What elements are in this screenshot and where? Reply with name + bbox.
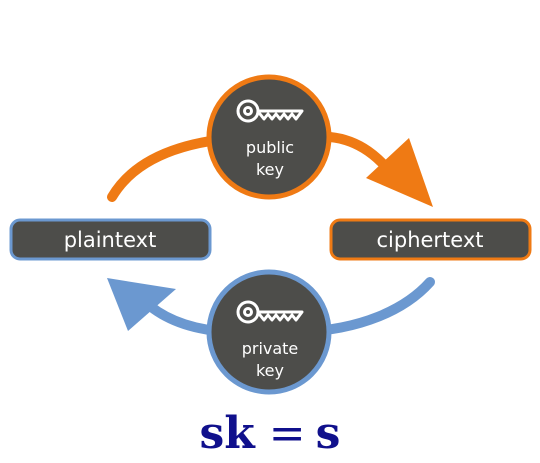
public-key-line1: public [246, 138, 294, 157]
secret-key-formula: sk =s [0, 408, 540, 460]
ciphertext-label: ciphertext [376, 228, 483, 252]
private-key-line1: private [242, 339, 299, 358]
decrypt-arrowhead [107, 278, 176, 331]
encrypt-arrowhead [366, 138, 433, 207]
formula-rhs: s [315, 408, 341, 459]
public-key-node: public key [206, 74, 332, 200]
key-icon [236, 300, 304, 324]
formula-equals: = [268, 408, 306, 459]
key-icon [236, 99, 304, 123]
plaintext-node: plaintext [9, 218, 212, 261]
ciphertext-node: ciphertext [329, 218, 532, 261]
public-key-line2: key [256, 160, 284, 179]
formula-lhs: sk [199, 408, 255, 459]
private-key-line2: key [256, 361, 284, 380]
private-key-node: private key [206, 269, 332, 395]
plaintext-label: plaintext [64, 228, 157, 252]
